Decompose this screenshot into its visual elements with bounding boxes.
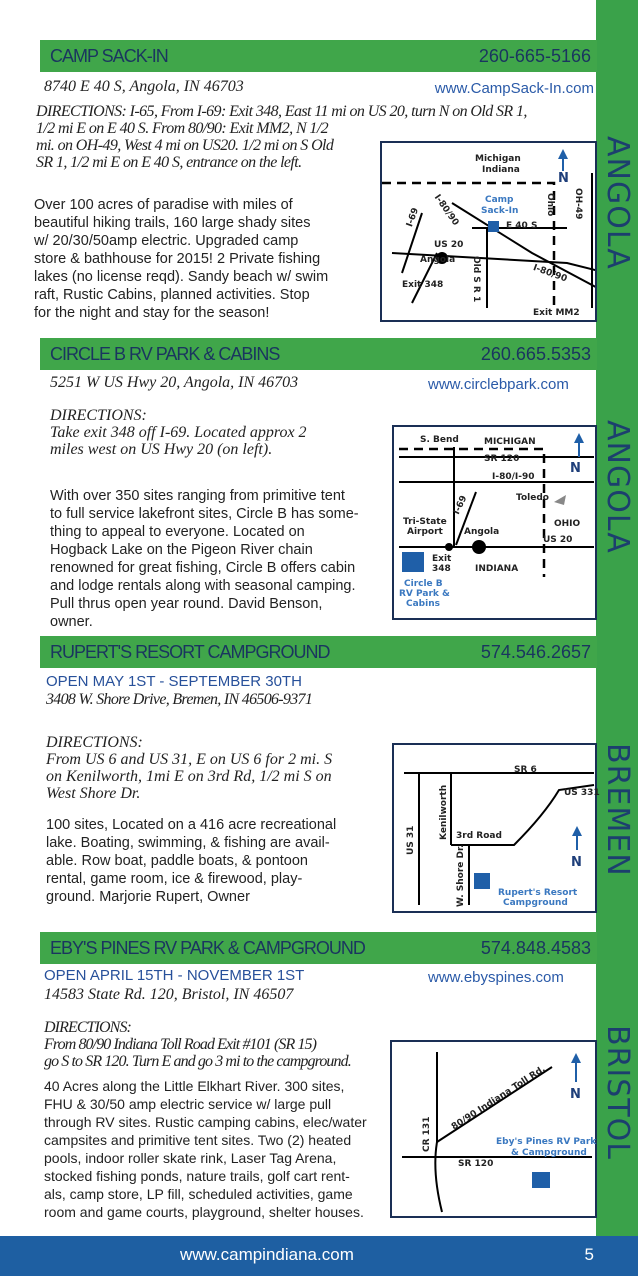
city-label-angola-1: ANGOLA (600, 136, 635, 270)
page-number: 5 (584, 1245, 594, 1264)
directions-map-camp-sack-in: Michigan Indiana N Camp Sack-In Ohio I-6… (380, 141, 597, 322)
listing-phone[interactable]: 574.848.4583 (480, 937, 591, 958)
north-arrow: N (558, 171, 569, 186)
listing-website-link[interactable]: www.CampSack-In.com (434, 80, 594, 97)
listing-website-link[interactable]: www.circlebpark.com (428, 376, 569, 393)
listing-phone[interactable]: 260-665-5166 (478, 45, 591, 66)
listing-address: 8740 E 40 S, Angola, IN 46703 (44, 78, 244, 95)
listing-address: 14583 State Rd. 120, Bristol, IN 46507 (44, 986, 294, 1003)
listing-address: 5251 W US Hwy 20, Angola, IN 46703 (50, 374, 299, 391)
listing-season: OPEN APRIL 15TH - NOVEMBER 1ST (44, 967, 305, 984)
map-roads (404, 772, 595, 905)
page-footer: www.campindiana.com 5 (0, 1236, 638, 1276)
listing-title: CIRCLE B RV PARK & CABINS (50, 343, 280, 364)
city-label-angola-2: ANGOLA (600, 420, 635, 554)
listing-directions: DIRECTIONS: From US 6 and US 31, E on US… (46, 734, 333, 802)
listing-season: OPEN MAY 1ST - SEPTEMBER 30TH (46, 673, 302, 690)
directions-map-circle-b: S. Bend MICHIGAN SR 120 I-80/I-90 N Tole… (392, 425, 597, 620)
city-label-bremen: BREMEN (600, 743, 635, 877)
directions-map-ruperts: SR 6 US 331 US 31 Kenilworth 3rd Road W.… (392, 743, 600, 913)
listing-description: 100 sites, Located on a 416 acre recreat… (46, 817, 337, 905)
listing-header-circle-b: CIRCLE B RV PARK & CABINS 260.665.5353 (40, 338, 597, 370)
listing-title: EBY'S PINES RV PARK & CAMPGROUND (50, 937, 366, 958)
listing-description: Over 100 acres of paradise with miles of… (34, 197, 329, 321)
north-arrow: N (570, 1087, 581, 1102)
listing-phone[interactable]: 574.546.2657 (480, 641, 591, 662)
map-roads (402, 1052, 592, 1213)
listing-address: 3408 W. Shore Drive, Bremen, IN 46506-93… (46, 691, 313, 708)
listing-directions: DIRECTIONS: Take exit 348 off I-69. Loca… (50, 407, 307, 458)
map-roads (382, 149, 595, 308)
listing-directions: DIRECTIONS: From 80/90 Indiana Toll Road… (44, 1019, 352, 1070)
listing-title: CAMP SACK-IN (50, 45, 169, 66)
listing-description: With over 350 sites ranging from primiti… (50, 488, 359, 630)
north-arrow: N (570, 461, 581, 476)
listing-header-ebys-pines: EBY'S PINES RV PARK & CAMPGROUND 574.848… (40, 932, 597, 964)
directions-map-ebys-pines: N 80/90 Indiana Toll Rd. CR 131 Eby's Pi… (390, 1040, 597, 1218)
map-roads (399, 433, 594, 577)
listing-description: 40 Acres along the Little Elkhart River.… (44, 1078, 367, 1220)
listing-phone[interactable]: 260.665.5353 (480, 343, 591, 364)
listing-header-camp-sack-in: CAMP SACK-IN 260-665-5166 (40, 40, 597, 72)
listing-header-ruperts: RUPERT'S RESORT CAMPGROUND 574.546.2657 (40, 636, 597, 668)
city-sidebar (596, 0, 638, 1236)
north-arrow: N (571, 855, 582, 870)
listing-website-link[interactable]: www.ebyspines.com (428, 969, 564, 986)
city-label-bristol: BRISTOL (600, 1025, 635, 1160)
listing-title: RUPERT'S RESORT CAMPGROUND (50, 641, 330, 662)
footer-website-link[interactable]: www.campindiana.com (180, 1245, 354, 1264)
listing-directions: DIRECTIONS: I-65, From I-69: Exit 348, E… (36, 103, 527, 171)
